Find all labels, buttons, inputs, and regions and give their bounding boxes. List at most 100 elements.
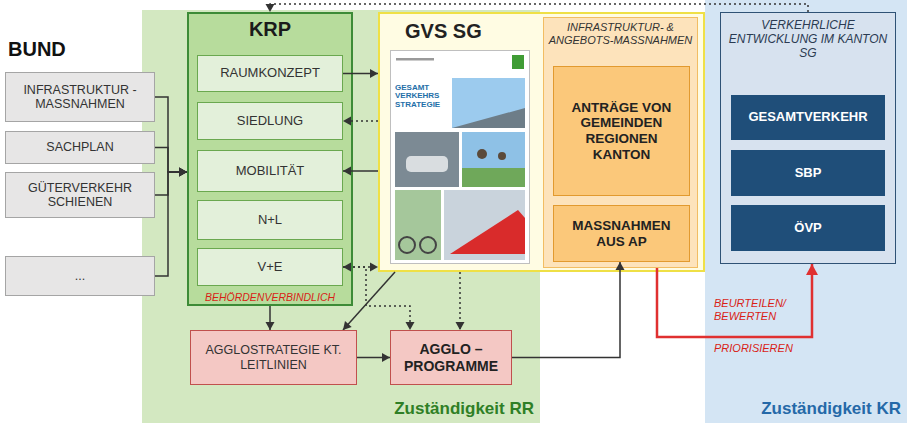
connector-line [155,172,187,276]
cover-photo-road [452,108,525,128]
node-text: INFRASTRUKTUR - MASSNAHMEN [11,83,149,112]
node-text: SACHPLAN [46,140,113,154]
node-text: ANTRÄGE VON GEMEINDEN REGIONEN KANTON [559,100,684,162]
connector [266,4,809,12]
arrow-head [266,4,275,12]
plan-box-dark: GESAMTVERKEHR [731,95,885,140]
edge-label: BEURTEILEN/ BEWERTEN [714,297,798,322]
responsibility-region: Zuständigkeit RR KRP BEHÖRDENVERBINDLICH RA… [142,10,540,423]
node-text: Zuständigkeit RR [394,399,540,423]
node-text: AGGLO – PROGRAMME [396,341,506,373]
connector-line [155,172,187,195]
connector-line [512,262,620,358]
group-heading-box: BUND [8,38,118,61]
node-text: GESAMTVERKEHR [748,110,867,125]
cover-photo-car [406,156,448,172]
arrow-head [266,322,275,330]
node-text: SBP [795,166,822,181]
strategy-box: GVS SGINFRASTRUKTUR- & ANGEBOTS-MASSNAHM… [378,12,705,272]
source-box: SACHPLAN [5,131,155,164]
connector [343,69,378,78]
connector [657,264,818,337]
measures-group: INFRASTRUKTUR- & ANGEBOTS-MASSNAHMEN ANTR… [543,17,698,268]
node-text: Zuständigkeit KR [761,399,907,423]
cover-rule [396,58,434,61]
node-text: INFRASTRUKTUR- & ANGEBOTS-MASSNAHMEN [543,17,698,46]
cover-photo [395,190,441,260]
cover-title: GESAMT VERKEHRS STRATEGIE [395,84,451,109]
plan-box-dark: ÖVP [731,205,885,251]
plan-box-dark: SBP [731,150,885,196]
plan-section-box: N+L [197,200,343,240]
agglo-box: AGGLOSTRATEGIE KT. LEITLINIEN [190,330,357,385]
connector [456,272,465,330]
node-text: V+E [258,260,283,275]
connector-line [343,272,395,330]
arrow-head [179,168,187,177]
arrow-head [179,168,187,177]
responsibility-region: Zuständigkeit KR VERKEHRLICHE ENTWICKLUNG… [705,0,907,423]
edge-label-box: BEURTEILEN/ BEWERTEN [714,297,798,322]
arrow-head [456,322,465,330]
source-box: INFRASTRUKTUR - MASSNAHMEN [5,72,155,122]
plan-box: KRP BEHÖRDENVERBINDLICH RAUMKONZEPT SIEDLUN… [187,12,353,306]
node-text: KRP [187,12,353,41]
connector-line [343,267,410,330]
source-box: ... [5,256,155,296]
cover-photo [444,190,525,260]
arrow-head [370,69,378,78]
action-label-box: PRIORISIEREN [714,342,824,355]
measures-box: ANTRÄGE VON GEMEINDEN REGIONEN KANTON [553,66,690,196]
cover-photo-wheel [399,237,415,253]
node-text: AGGLOSTRATEGIE KT. LEITLINIEN [196,343,351,372]
connector [512,262,625,358]
node-text: ... [75,269,85,283]
arrow-head [382,353,390,362]
connector [343,272,395,330]
arrow-head [806,264,818,275]
node-text: RAUMKONZEPT [220,66,320,81]
cover-photo-train [450,210,525,254]
arrow-head [616,262,625,270]
arrow-head [370,263,378,272]
node-text: VERKEHRLICHE ENTWICKLUNG IM KANTON SG [720,12,896,60]
plan-section-box: V+E [197,248,343,286]
cover-photo [462,132,525,187]
arrow-head [179,168,187,177]
development-box: VERKEHRLICHE ENTWICKLUNG IM KANTON SG GES… [720,12,896,264]
connector [266,306,275,330]
cover-photo [452,78,525,128]
agglo-box: AGGLO – PROGRAMME [390,330,512,385]
cover-title-box: GESAMT VERKEHRS STRATEGIE [395,84,451,109]
connector [343,117,378,126]
connector [357,353,390,362]
group-heading: BUND [8,38,118,61]
node-text: MOBILITÄT [236,164,305,179]
node-text: SIEDLUNG [237,114,303,129]
plan-section-box: SIEDLUNG [197,102,343,140]
node-text: N+L [258,213,282,228]
arrow-head [406,322,415,330]
cover-photo-ground [462,168,525,187]
cover-logo [512,55,524,69]
connector [343,167,378,176]
connector [155,168,187,277]
arrow-head [343,167,351,176]
connector-line [155,97,187,172]
plan-section-box: RAUMKONZEPT [197,55,343,92]
cover-page [391,51,530,264]
node-text: GÜTERVERKEHR SCHIENEN [11,181,149,210]
node-text: BEHÖRDENVERBINDLICH [187,291,353,306]
node-text: ÖVP [794,221,821,236]
node-text: MASSNAHMEN AUS AP [559,218,684,249]
strategy-cover [390,50,530,264]
arrow-head [343,117,351,126]
cover-photo-wheel [420,237,436,253]
connector-line [459,272,461,330]
cover-photo-person [498,152,506,160]
cover-photo-person [477,149,487,159]
connector [155,97,187,177]
connector-line [155,148,187,173]
